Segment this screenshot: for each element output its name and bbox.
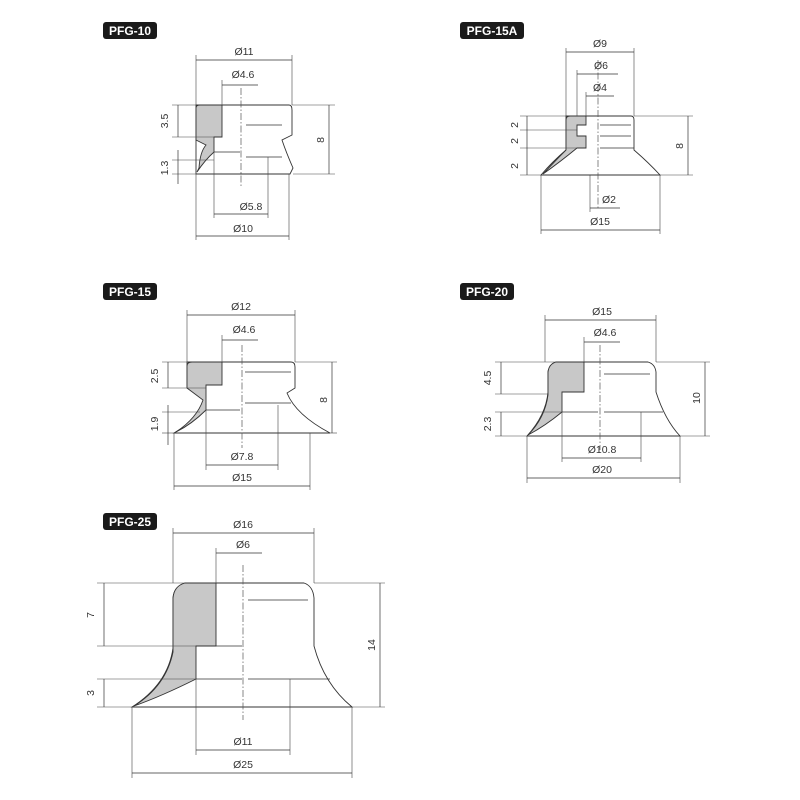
cup-section-left: [527, 361, 585, 436]
dim-inner-diameter: Ø10.8: [588, 444, 617, 456]
dim-hole-diameter: Ø4.6: [594, 327, 617, 339]
dim-bottom-diameter: Ø15: [232, 472, 252, 484]
dim-lip-height: 2.3: [482, 417, 494, 432]
cup-section-left: [175, 361, 223, 433]
dim-inner-diameter: Ø2: [602, 194, 616, 206]
model-label: PFG-15: [109, 285, 151, 299]
dim-top-diameter: Ø11: [234, 46, 253, 58]
model-badge: PFG-10: [103, 22, 157, 39]
model-badge: PFG-25: [103, 513, 157, 530]
model-badge: PFG-15: [103, 283, 157, 300]
dim-total-height: 8: [674, 143, 686, 149]
dim-upper-height: 7: [85, 612, 97, 618]
dim-bottom-diameter: Ø15: [590, 216, 610, 228]
dim-hole-diameter: Ø4.6: [232, 69, 255, 81]
dim-bottom-diameter: Ø10: [233, 223, 253, 235]
cup-section-left: [133, 582, 217, 707]
dim-lip-height: 1.3: [159, 161, 171, 176]
dim-inner-diameter: Ø7.8: [231, 451, 254, 463]
dim-total-height: 10: [691, 392, 703, 404]
dim-hole-diameter: Ø6: [236, 539, 250, 551]
part-pfg-20: PFG-20 Ø15 Ø4.6 4.5 2.3 10 Ø10.8: [460, 283, 710, 483]
dim-upper-height: 4.5: [482, 371, 494, 386]
dim-top-diameter: Ø16: [233, 519, 253, 531]
dim-upper-height-a: 2: [509, 122, 521, 128]
model-label: PFG-10: [109, 24, 151, 38]
cup-section-left: [542, 115, 587, 175]
model-label: PFG-20: [466, 285, 508, 299]
dim-mid-diameter: Ø6: [594, 60, 608, 72]
dim-inner-diameter: Ø5.8: [240, 201, 263, 213]
dim-upper-height: 2.5: [149, 369, 161, 384]
model-label: PFG-15A: [467, 24, 518, 38]
dim-lip-height: 3: [85, 690, 97, 696]
dim-hole-diameter: Ø4: [593, 82, 607, 94]
model-badge: PFG-20: [460, 283, 514, 300]
dim-upper-height-b: 2: [509, 138, 521, 144]
dim-total-height: 8: [315, 137, 327, 143]
dim-top-diameter: Ø12: [231, 301, 251, 313]
dim-bottom-diameter: Ø25: [233, 759, 253, 771]
dim-lip-height: 1.9: [149, 417, 161, 432]
model-label: PFG-25: [109, 515, 151, 529]
part-pfg-10: PFG-10 Ø11 Ø4.6 3.5 1.3 8 Ø5.8: [103, 22, 335, 240]
dim-hole-diameter: Ø4.6: [233, 324, 256, 336]
dim-top-diameter: Ø9: [593, 38, 607, 50]
dim-total-height: 8: [318, 397, 330, 403]
dim-top-diameter: Ø15: [592, 306, 612, 318]
dim-lip-height: 2: [509, 163, 521, 169]
dim-bottom-diameter: Ø20: [592, 464, 612, 476]
part-pfg-15: PFG-15 Ø12 Ø4.6 2.5 1.9 8 Ø7.8: [103, 283, 337, 490]
part-pfg-15a: PFG-15A Ø9 Ø6 Ø4 2 2 2 8 Ø2: [460, 22, 693, 234]
model-badge: PFG-15A: [460, 22, 524, 39]
dim-inner-diameter: Ø11: [233, 736, 252, 748]
part-pfg-25: PFG-25 Ø16 Ø6 7 3 14 Ø11: [85, 513, 385, 778]
dim-upper-height: 3.5: [159, 114, 171, 129]
dim-total-height: 14: [366, 639, 378, 651]
